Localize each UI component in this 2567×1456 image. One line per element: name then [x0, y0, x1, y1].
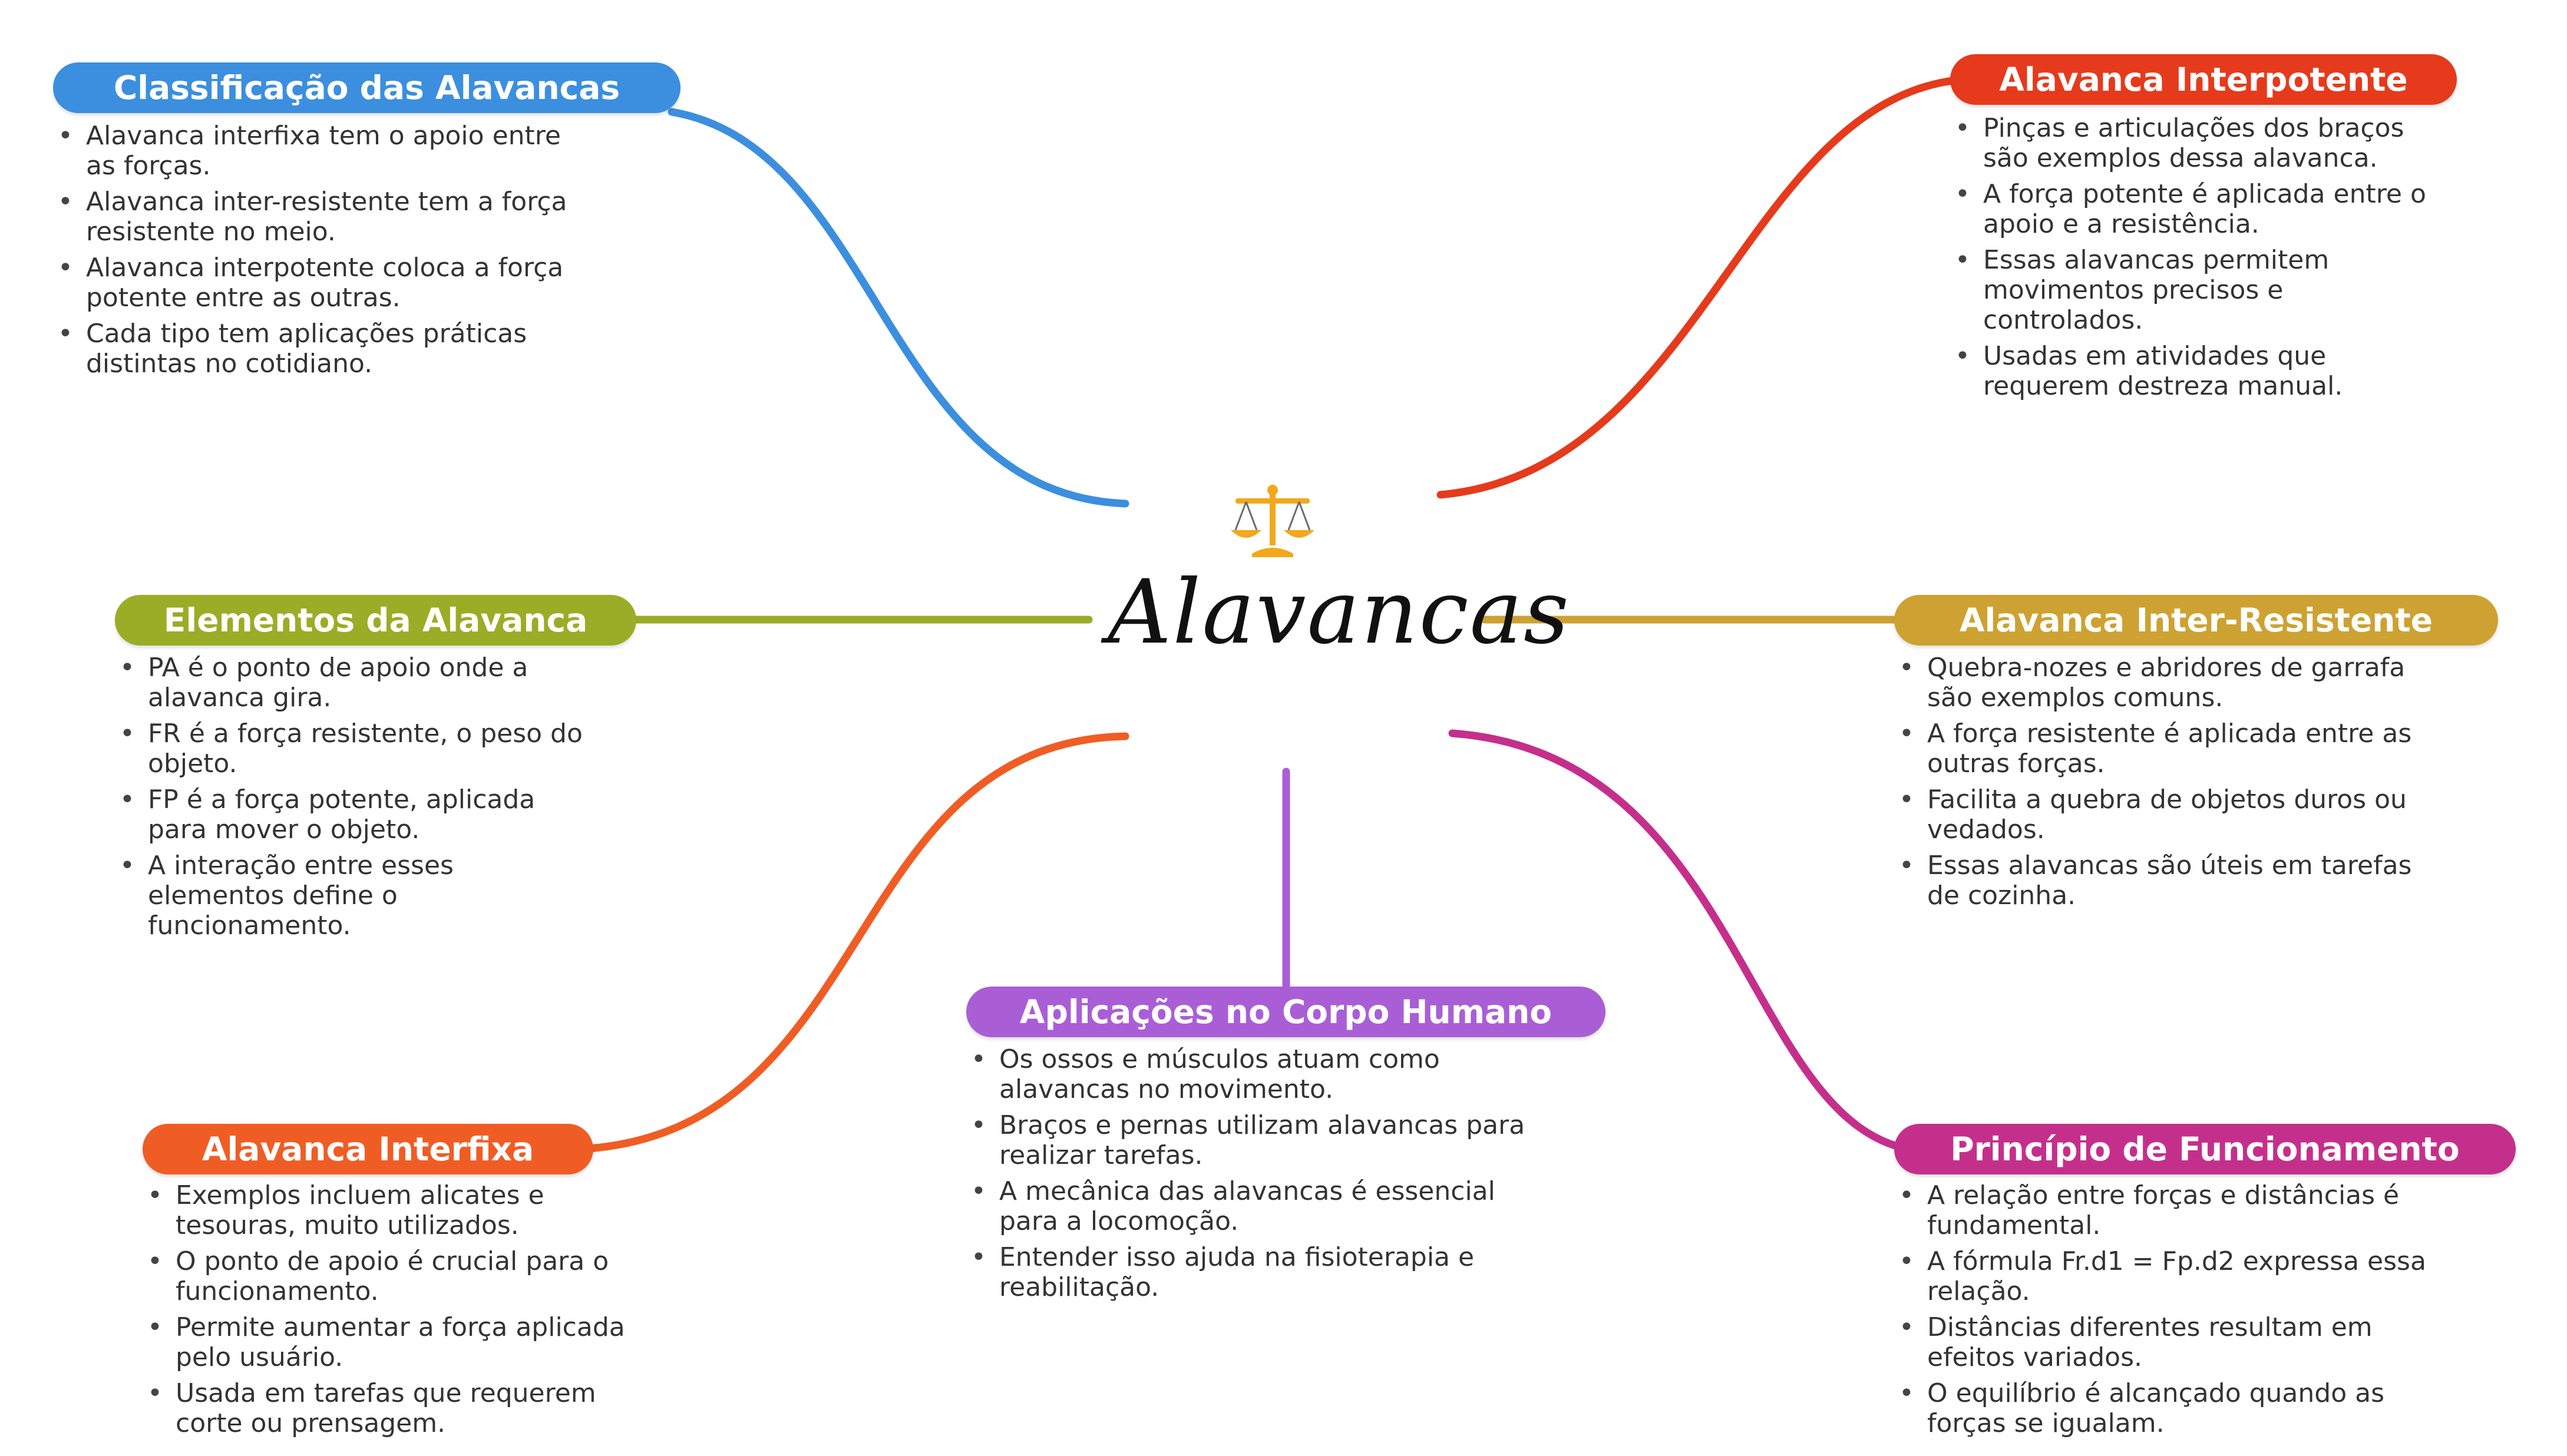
list-item: PA é o ponto de apoio onde a alavanca gi…: [115, 653, 598, 713]
branch-title-principio: Princípio de Funcionamento: [1894, 1124, 2516, 1174]
list-item: Essas alavancas permitem movimentos prec…: [1950, 245, 2433, 335]
list-item: A relação entre forças e distâncias é fu…: [1894, 1180, 2460, 1240]
list-item: Alavanca inter-resistente tem a força re…: [53, 187, 595, 247]
list-item: Alavanca interpotente coloca a força pot…: [53, 253, 595, 313]
list-item: FR é a força resistente, o peso do objet…: [115, 719, 598, 779]
list-item: O ponto de apoio é crucial para o funcio…: [143, 1246, 649, 1306]
list-item: Usadas em atividades que requerem destre…: [1950, 341, 2433, 401]
branch-title-elementos: Elementos da Alavanca: [115, 595, 636, 646]
central-topic-title: Alavancas: [1108, 561, 1570, 664]
list-item: FP é a força potente, aplicada para move…: [115, 785, 598, 845]
list-item: Os ossos e músculos atuam como alavancas…: [966, 1044, 1555, 1104]
list-item: Permite aumentar a força aplicada pelo u…: [143, 1312, 649, 1372]
connector-principio: [1448, 729, 1910, 1153]
branch-title-aplicacoes: Aplicações no Corpo Humano: [966, 987, 1605, 1037]
branch-list-interpotente: Pinças e articulações dos braços são exe…: [1950, 113, 2433, 407]
list-item: Pinças e articulações dos braços são exe…: [1950, 113, 2433, 173]
branch-title-inter-resistente: Alavanca Inter-Resistente: [1894, 595, 2498, 646]
list-item: Facilita a quebra de objetos duros ou ve…: [1894, 785, 2424, 845]
list-item: A mecânica das alavancas é essencial par…: [966, 1176, 1555, 1236]
list-item: A fórmula Fr.d1 = Fp.d2 expressa essa re…: [1894, 1246, 2460, 1306]
branch-list-classificacao: Alavanca interfixa tem o apoio entre as …: [53, 121, 595, 385]
connector-interfixa: [585, 732, 1129, 1153]
list-item: A força potente é aplicada entre o apoio…: [1950, 179, 2433, 239]
branch-list-aplicacoes: Os ossos e músculos atuam como alavancas…: [966, 1044, 1555, 1308]
list-item: Alavanca interfixa tem o apoio entre as …: [53, 121, 595, 181]
branch-list-principio: A relação entre forças e distâncias é fu…: [1894, 1180, 2460, 1444]
list-item: Quebra-nozes e abridores de garrafa são …: [1894, 653, 2424, 713]
branch-title-interfixa: Alavanca Interfixa: [143, 1124, 593, 1174]
branch-title-classificacao: Classificação das Alavancas: [53, 62, 680, 113]
list-item: Essas alavancas são úteis em tarefas de …: [1894, 851, 2424, 911]
list-item: A força resistente é aplicada entre as o…: [1894, 719, 2424, 779]
connector-classificacao: [668, 108, 1129, 508]
list-item: Exemplos incluem alicates e tesouras, mu…: [143, 1180, 649, 1240]
branch-title-interpotente: Alavanca Interpotente: [1950, 54, 2457, 105]
list-item: Entender isso ajuda na fisioterapia e re…: [966, 1242, 1555, 1302]
list-item: A interação entre esses elementos define…: [115, 851, 598, 941]
branch-list-elementos: PA é o ponto de apoio onde a alavanca gi…: [115, 653, 598, 947]
balance-scale-icon: [1231, 485, 1314, 557]
branch-list-inter-resistente: Quebra-nozes e abridores de garrafa são …: [1894, 653, 2424, 916]
list-item: Usada em tarefas que requerem corte ou p…: [143, 1378, 649, 1438]
list-item: Distâncias diferentes resultam em efeito…: [1894, 1312, 2460, 1372]
list-item: O equilíbrio é alcançado quando as força…: [1894, 1378, 2460, 1438]
connector-interpotente: [1436, 75, 1966, 499]
list-item: Cada tipo tem aplicações práticas distin…: [53, 319, 595, 379]
list-item: Braços e pernas utilizam alavancas para …: [966, 1110, 1555, 1170]
branch-list-interfixa: Exemplos incluem alicates e tesouras, mu…: [143, 1180, 649, 1444]
